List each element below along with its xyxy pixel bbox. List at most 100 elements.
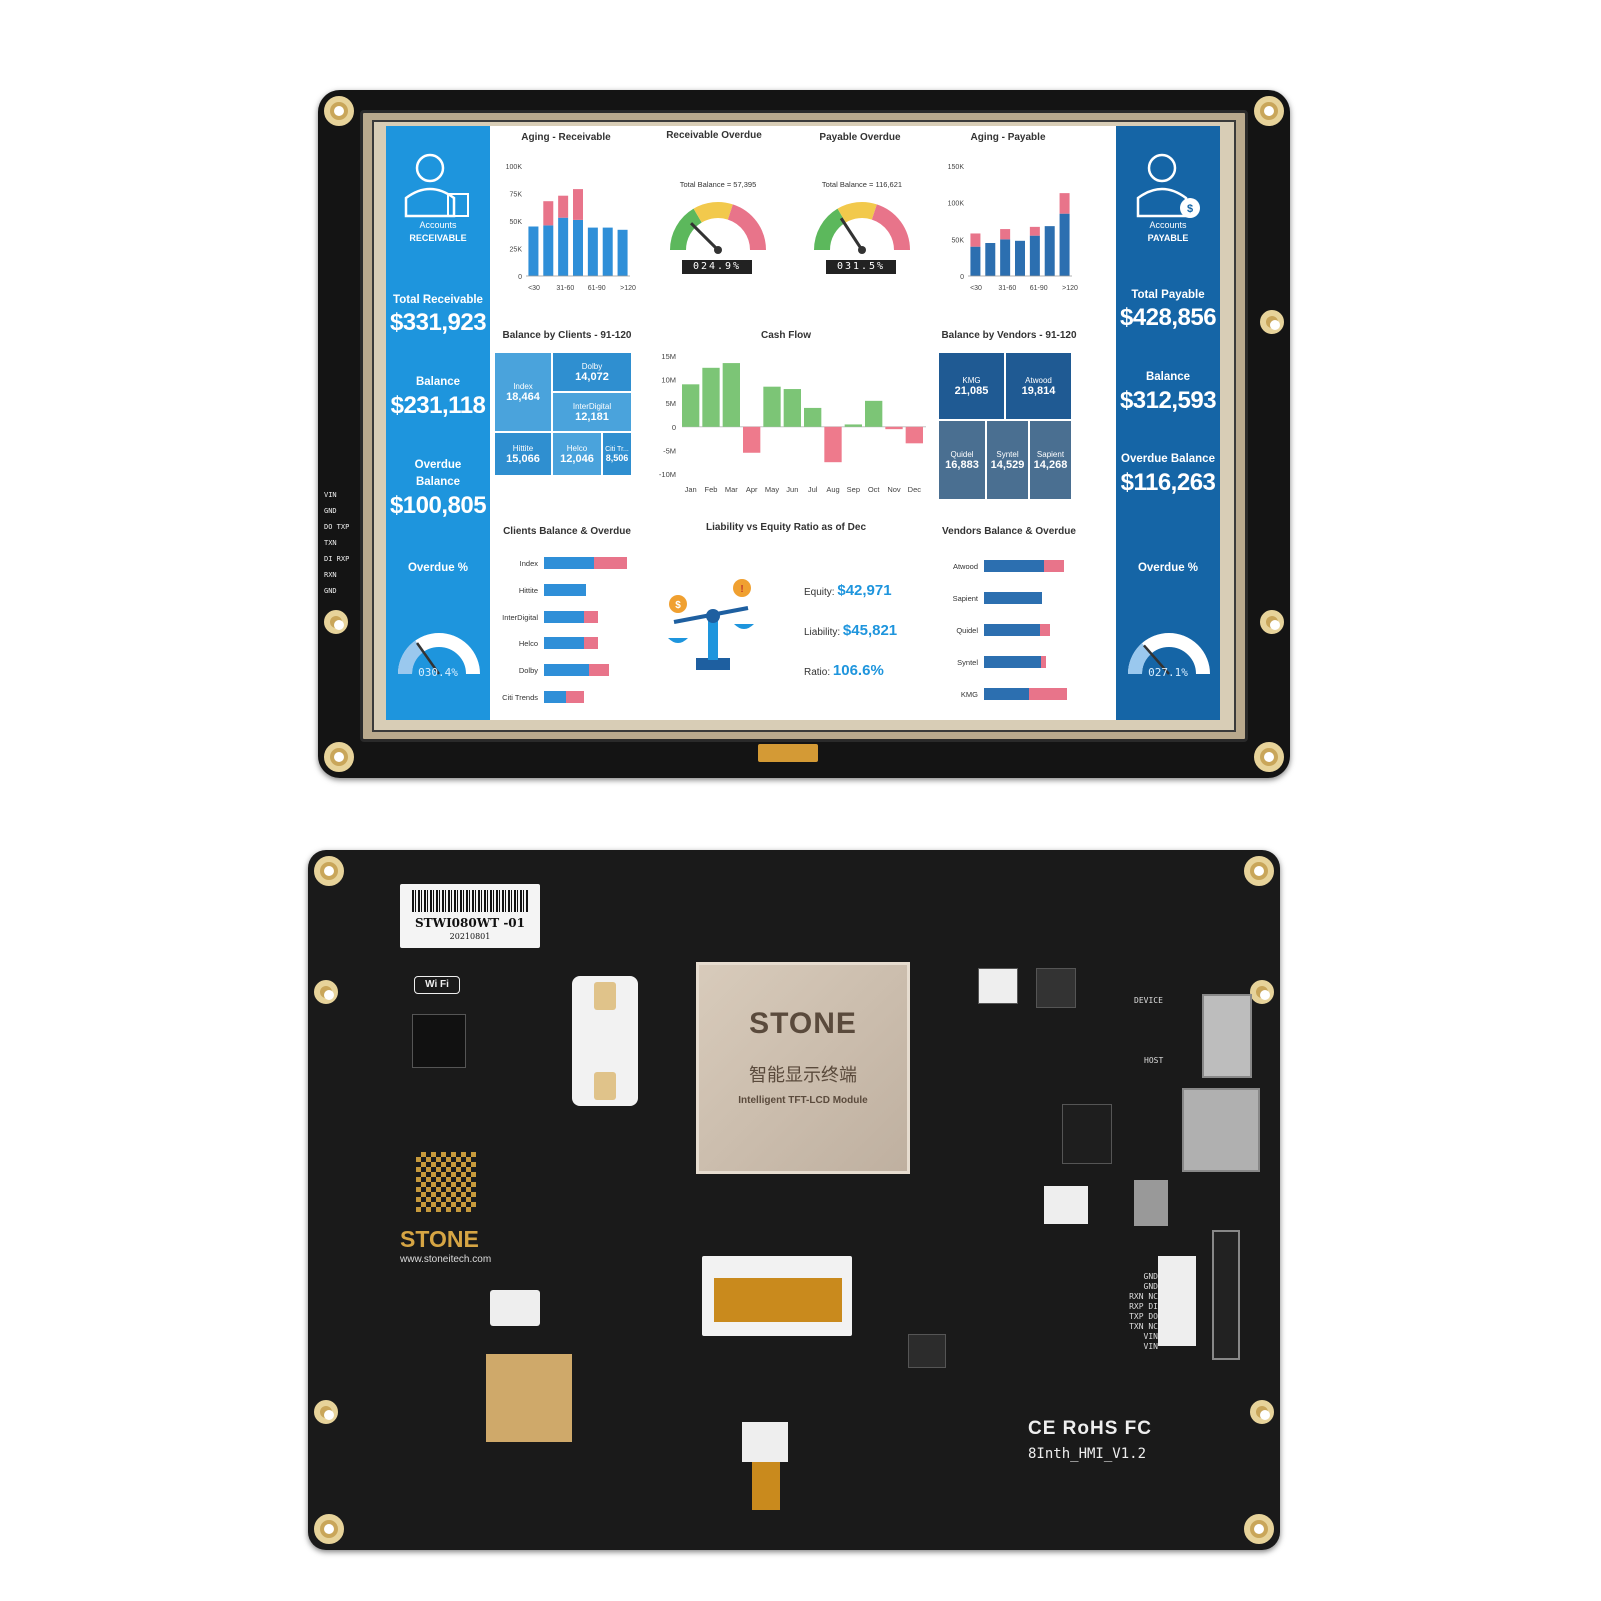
fpc-connector (702, 1256, 852, 1336)
pin-label: VIN (324, 491, 337, 499)
gauge-fill (398, 640, 424, 675)
ratio-row: Ratio: 106.6% (804, 662, 884, 679)
bar-overdue (1000, 229, 1011, 240)
pin-label: GND (324, 507, 337, 515)
payable-overdue-gauge (814, 202, 910, 254)
connector-pin-label: TXP DO (1129, 1312, 1158, 1321)
small-connector (490, 1290, 540, 1326)
month-label: Apr (746, 485, 758, 494)
hbar-overdue (589, 664, 609, 676)
month-label: Oct (868, 485, 881, 494)
payable-overdue-pct-readout: 027.1% (1148, 666, 1188, 679)
hbar-balance (984, 656, 1041, 668)
model-sticker: STWI080WT -01 20210801 (400, 884, 540, 948)
qr-code (416, 1152, 476, 1212)
receivable-overdue-readout: 024.9% (682, 260, 752, 274)
y-tick-label: 150K (948, 164, 965, 171)
pin-label: DO TXP (324, 523, 350, 531)
connector-pin-label: VIN (1143, 1342, 1158, 1351)
hbar-overdue (1040, 624, 1050, 636)
mounting-hole (1260, 310, 1284, 334)
y-tick-label: 0 (672, 423, 676, 432)
y-tick-label: 25K (510, 247, 523, 254)
cash-flow-bar (702, 367, 720, 427)
bar-overdue (970, 233, 981, 247)
total-receivable-label: Total Receivable (393, 294, 483, 306)
bar-balance (587, 227, 598, 276)
payable-title-1: Accounts (1149, 220, 1187, 230)
gauge-hub (858, 246, 866, 254)
gauge-segment (693, 202, 733, 223)
hbar-balance (544, 690, 566, 703)
svg-text:$: $ (675, 600, 681, 611)
wifi-label: Wi Fi (414, 976, 460, 994)
aging-receivable-title: Aging - Receivable (521, 132, 611, 143)
y-tick-label: 50K (510, 219, 523, 226)
payable-title-2: PAYABLE (1147, 233, 1189, 243)
bottom-flex (752, 1462, 780, 1510)
battery-connector (1044, 1186, 1088, 1224)
equity-row: Equity: $42,971 (804, 582, 892, 599)
bar-overdue (543, 201, 554, 226)
aging-payable-title: Aging - Payable (970, 132, 1046, 143)
hbar-balance (544, 584, 586, 596)
mounting-hole (324, 742, 354, 772)
cash-flow-bar (722, 363, 740, 427)
display-module-back: STWI080WT -01 20210801 Wi Fi STONE 智能显示终… (308, 850, 1280, 1550)
cash-flow-bar (682, 384, 700, 427)
connector-pin-label: RXN NC (1129, 1292, 1158, 1301)
payable-overdue-pct-gauge (1128, 633, 1210, 675)
y-tick-label: 10M (661, 376, 676, 385)
hbar-label: Sapient (952, 594, 978, 603)
hbar-balance (544, 664, 589, 676)
cash-flow-bar (804, 407, 822, 427)
balance-label: Balance (415, 376, 461, 388)
overdue-pct-readout: 030.4% (418, 666, 458, 679)
cash-flow-bar (743, 426, 761, 453)
month-label: Aug (826, 485, 839, 494)
pin-header (1212, 1230, 1240, 1360)
hbar-balance (984, 624, 1040, 636)
gauge-fill (1128, 643, 1152, 675)
cash-flow-bar (865, 400, 883, 427)
hbar-label: Quidel (956, 626, 978, 635)
bar-balance (985, 243, 996, 276)
overdue-balance-label-1: Overdue (414, 459, 462, 471)
touch-flex-cable (758, 744, 818, 762)
lcd-screen[interactable]: Accounts RECEIVABLE Total Receivable $33… (386, 126, 1220, 720)
month-label: May (765, 485, 779, 494)
mounting-hole (1250, 980, 1274, 1004)
x-tick-label: 61-90 (588, 285, 606, 292)
bar-balance (617, 229, 628, 276)
device-label: DEVICE (1134, 996, 1163, 1005)
cash-flow-bar (783, 389, 801, 427)
bar-balance (1059, 213, 1070, 276)
liability-equity-title: Liability vs Equity Ratio as of Dec (705, 522, 867, 533)
gauge-segment (814, 208, 847, 251)
bar-balance (573, 219, 583, 276)
brand-logo: STONE (400, 1226, 479, 1252)
hbar-overdue (566, 690, 584, 703)
gauge-segment (670, 208, 703, 251)
cash-flow-title: Cash Flow (760, 330, 811, 341)
receivable-person-icon (404, 153, 469, 218)
mounting-hole (314, 856, 344, 886)
x-tick-label: <30 (970, 285, 982, 292)
mounting-hole (324, 96, 354, 126)
barcode (412, 890, 528, 912)
gauge-needle (689, 222, 720, 252)
bar-overdue (1029, 226, 1040, 236)
battery-holder (572, 976, 638, 1106)
mounting-hole (314, 1514, 344, 1544)
receivable-title-1: Accounts (419, 220, 457, 230)
board-version: 8Inth_HMI_V1.2 (1028, 1446, 1147, 1462)
